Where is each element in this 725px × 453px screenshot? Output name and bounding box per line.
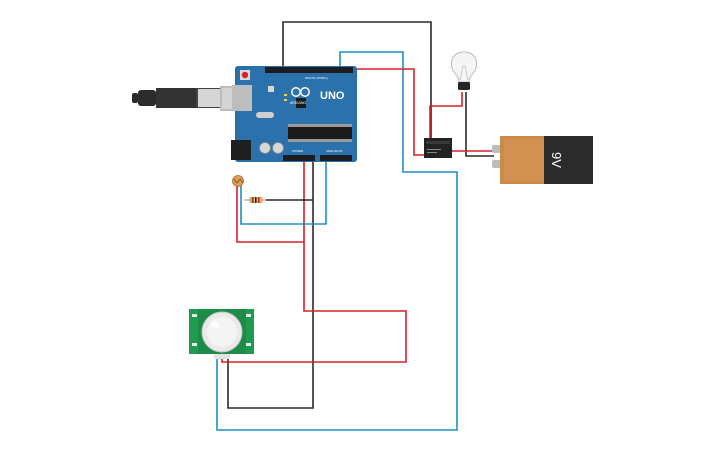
power-jack bbox=[231, 140, 251, 160]
analog-header-label: ANALOG IN bbox=[326, 149, 342, 153]
power-header bbox=[283, 155, 315, 161]
battery-9v[interactable]: 9V bbox=[492, 136, 593, 184]
analog-header bbox=[320, 155, 352, 161]
arduino-uno[interactable]: UNO ARDUINO DIGITAL (PWM~) POWER ANALOG … bbox=[231, 66, 357, 162]
wire-red-ldr[interactable] bbox=[236, 186, 304, 243]
wire-blue-ldr[interactable] bbox=[240, 160, 327, 225]
wire-red-pir[interactable] bbox=[221, 160, 407, 363]
reset-button[interactable] bbox=[241, 71, 249, 79]
wire-black-pir[interactable] bbox=[227, 160, 314, 409]
relay[interactable] bbox=[424, 138, 452, 158]
wires bbox=[216, 21, 494, 431]
wire-red-bulb[interactable] bbox=[429, 92, 463, 138]
board-model-label: UNO bbox=[320, 90, 345, 102]
atmega-chip bbox=[288, 127, 352, 139]
battery-voltage-label: 9V bbox=[549, 152, 564, 168]
arduino-logo-icon bbox=[291, 87, 310, 97]
bulb-icon bbox=[450, 51, 478, 83]
light-bulb[interactable] bbox=[450, 51, 478, 90]
wire-black-relay[interactable] bbox=[282, 21, 432, 138]
resistor[interactable] bbox=[244, 197, 266, 203]
brand-text: ARDUINO bbox=[290, 101, 306, 105]
digital-header-label: DIGITAL (PWM~) bbox=[305, 76, 328, 80]
digital-header bbox=[265, 67, 353, 73]
wire-blue-pir[interactable] bbox=[216, 51, 458, 431]
wire-black-bulb[interactable] bbox=[465, 92, 494, 157]
photoresistor[interactable] bbox=[232, 175, 244, 187]
power-header-label: POWER bbox=[292, 149, 304, 153]
pir-sensor[interactable] bbox=[189, 309, 254, 359]
